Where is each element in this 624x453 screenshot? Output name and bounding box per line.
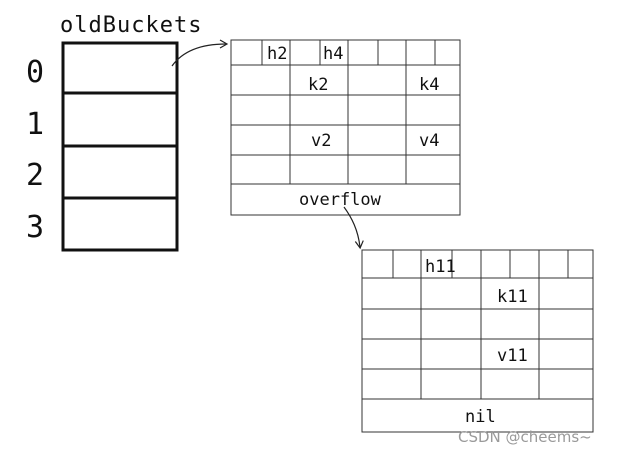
bmap-2	[361, 249, 594, 433]
bmap2-key-k11: k11	[497, 287, 528, 307]
bmap2-overflow-nil: nil	[465, 407, 496, 427]
bmap1-key-k2: k2	[308, 75, 328, 95]
bmap-1	[230, 39, 461, 216]
bucket-index-1: 1	[26, 107, 44, 142]
bmap1-value-v2: v2	[311, 131, 331, 151]
bmap1-tophash-h2: h2	[267, 44, 287, 64]
csdn-watermark: CSDN @cheems~	[458, 428, 592, 446]
bucket-index-3: 3	[26, 210, 44, 245]
bmap2-tophash-h11: h11	[425, 257, 456, 277]
bmap1-key-k4: k4	[419, 75, 439, 95]
bmap1-overflow-label: overflow	[299, 190, 382, 210]
bmap2-value-v11: v11	[497, 346, 528, 366]
bucket-to-bmap-arrow	[171, 39, 229, 67]
old-buckets-title: oldBuckets	[60, 13, 202, 38]
bmap1-value-v4: v4	[419, 131, 439, 151]
bucket-index-2: 2	[26, 158, 44, 193]
bucket-index-0: 0	[26, 55, 44, 90]
overflow-to-bmap-arrow	[343, 206, 364, 250]
old-buckets-array	[61, 41, 179, 252]
bmap1-tophash-h4: h4	[323, 44, 343, 64]
